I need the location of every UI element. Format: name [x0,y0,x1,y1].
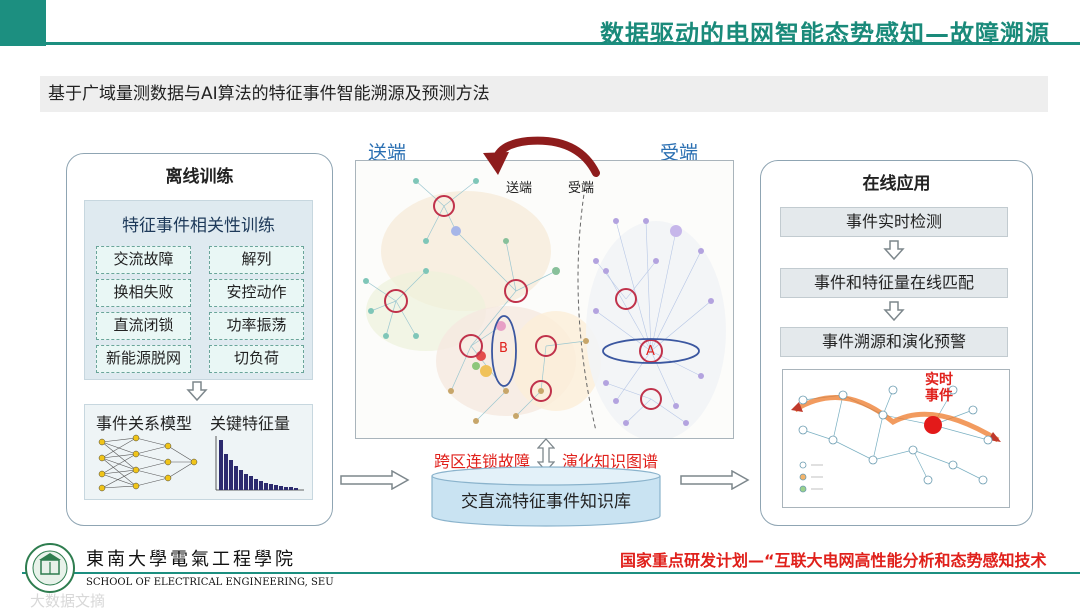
online-step-box: 事件实时检测 [780,207,1008,237]
event-tag: 换相失败 [96,279,191,307]
flow-arrow-right-icon [340,470,410,490]
event-relation-model-label: 事件关系模型 [96,410,192,434]
subtitle-text: 基于广域量测数据与AI算法的特征事件智能溯源及预测方法 [48,84,490,104]
page-title: 数据驱动的电网智能态势感知—故障溯源 [600,14,1050,49]
curved-transfer-arrow-icon [478,135,608,180]
project-name: 国家重点研发计划—“互联大电网高性能分析和态势感知技术 [620,547,1047,571]
event-tag: 解列 [209,246,304,274]
online-step-box: 事件和特征量在线匹配 [780,268,1008,298]
knowledge-database-label: 交直流特征事件知识库 [430,487,662,512]
down-arrow-icon [186,381,208,401]
down-arrow-icon [883,240,905,260]
header-corner-block [0,0,46,46]
watermark-text: 大数据文摘 [30,590,105,611]
cluster-b-label: B [499,341,508,356]
key-feature-bar-chart-icon [212,434,306,494]
cluster-a-label: A [646,344,655,359]
event-tag: 交流故障 [96,246,191,274]
event-propagation-network [783,370,1009,507]
feature-correlation-title: 特征事件相关性训练 [85,211,312,236]
knowledge-graph-canvas: 送端 受端 B A [355,160,734,439]
school-name-cn: 東南大學電氣工程學院 [86,545,296,571]
key-feature-label: 关键特征量 [210,410,290,434]
offline-panel-title: 离线训练 [67,162,332,187]
event-tag: 安控动作 [209,279,304,307]
flow-arrow-right-icon [680,470,750,490]
realtime-event-label: 实时 事件 [925,372,953,404]
event-tag: 功率振荡 [209,312,304,340]
online-panel-title: 在线应用 [761,169,1032,194]
footer-rule [22,572,1080,574]
subtitle-bar: 基于广域量测数据与AI算法的特征事件智能溯源及预测方法 [40,76,1048,112]
event-tag: 新能源脱网 [96,345,191,373]
event-tag: 切负荷 [209,345,304,373]
online-step-box: 事件溯源和演化预警 [780,327,1008,357]
university-seal-logo [24,542,76,594]
event-tag: 直流闭锁 [96,312,191,340]
knowledge-graph-network [356,161,733,438]
school-name-en: SCHOOL OF ELECTRICAL ENGINEERING, SEU [86,577,334,588]
neural-network-icon [96,432,200,494]
event-evolution-graph: 实时 事件 [782,369,1010,508]
down-arrow-icon [883,301,905,321]
